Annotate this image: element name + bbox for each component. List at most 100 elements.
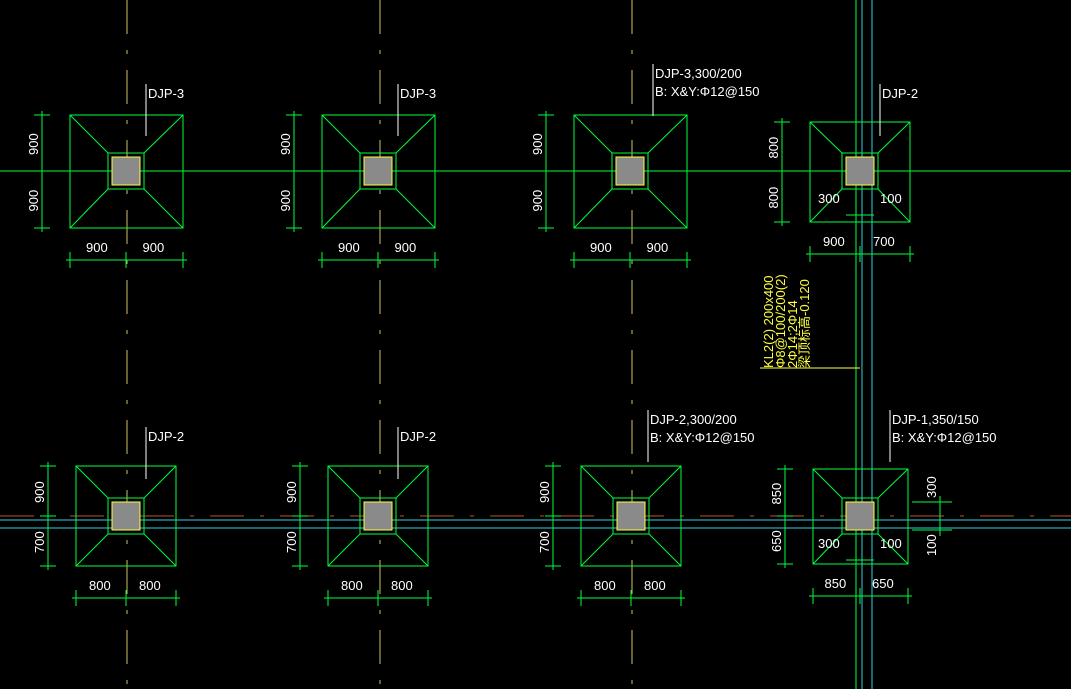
dim-top-value: 900 <box>284 481 299 503</box>
beam-label-line4: 梁顶标高-0.120 <box>797 279 812 368</box>
slope-line <box>809 121 843 154</box>
slope-line <box>327 533 361 567</box>
footing-outline <box>573 114 688 229</box>
slope-line <box>395 188 436 229</box>
slope-line <box>877 121 911 154</box>
pedestal-outline <box>841 152 879 190</box>
col-dim-left: 300 <box>818 536 840 551</box>
slope-line <box>143 533 177 567</box>
footing-tag: DJP-3 <box>148 86 184 101</box>
pedestal-outline <box>611 152 649 190</box>
footing-outline <box>812 468 909 565</box>
slope-line <box>877 468 909 499</box>
dim-bottom-value: 700 <box>537 531 552 553</box>
footing-outline <box>69 114 184 229</box>
dim-left-value: 800 <box>594 578 616 593</box>
footing-tag: DJP-2 <box>400 429 436 444</box>
slope-line <box>75 465 109 499</box>
col-dim-top: 300 <box>924 476 939 498</box>
dim-right-value: 900 <box>395 240 417 255</box>
slope-line <box>573 188 613 229</box>
slope-line <box>321 188 361 229</box>
pedestal-outline <box>107 152 145 190</box>
dim-right-value: 800 <box>644 578 666 593</box>
beam-label-line2: Φ8@100/200(2) <box>773 274 788 368</box>
pedestal-outline <box>841 497 879 535</box>
dim-bottom-value: 900 <box>26 190 41 212</box>
slope-line <box>395 114 436 154</box>
dim-right-value: 650 <box>872 576 894 591</box>
slope-line <box>580 465 614 499</box>
dim-right-value: 800 <box>139 578 161 593</box>
slope-line <box>69 114 109 154</box>
dim-bottom-value: 800 <box>766 187 781 209</box>
pedestal-outline <box>612 497 650 535</box>
footing-rebar: B: X&Y:Φ12@150 <box>892 430 997 445</box>
dim-right-value: 700 <box>873 234 895 249</box>
dim-bottom-value: 900 <box>278 190 293 212</box>
slope-line <box>143 465 177 499</box>
dim-right-value: 900 <box>143 240 165 255</box>
dim-bottom-value: 650 <box>769 530 784 552</box>
pedestal-outline <box>359 497 397 535</box>
beam-label-line1: KL2(2) 200x400 <box>761 275 776 368</box>
footing-tag: DJP-2 <box>882 86 918 101</box>
dim-left-value: 800 <box>89 578 111 593</box>
footing-tag: DJP-3,300/200 <box>655 66 742 81</box>
dim-left-value: 800 <box>341 578 363 593</box>
dim-left-value: 900 <box>590 240 612 255</box>
slope-line <box>812 533 843 565</box>
slope-line <box>809 188 843 223</box>
footing-tag: DJP-1,350/150 <box>892 412 979 427</box>
beam-annotation: KL2(2) 200x400 Φ8@100/200(2) 2Φ14;2Φ14 梁… <box>760 274 860 369</box>
dim-bottom-value: 700 <box>32 531 47 553</box>
dim-top-value: 900 <box>32 481 47 503</box>
footing-5: DJP-2 800 800 900 700 <box>32 427 184 606</box>
column <box>363 501 393 531</box>
col-dim-left: 300 <box>818 191 840 206</box>
col-dim-right: 100 <box>880 191 902 206</box>
slope-line <box>143 188 184 229</box>
column <box>111 156 141 186</box>
slope-line <box>648 533 682 567</box>
slope-line <box>580 533 614 567</box>
slope-line <box>573 114 613 154</box>
column <box>845 156 875 186</box>
dim-top-value: 900 <box>530 133 545 155</box>
dim-top-value: 800 <box>766 137 781 159</box>
pedestal-outline <box>359 152 397 190</box>
slope-line <box>143 114 184 154</box>
slope-line <box>327 465 361 499</box>
dim-top-value: 850 <box>769 483 784 505</box>
dim-right-value: 900 <box>647 240 669 255</box>
footing-1: DJP-3 900 900 900 900 <box>26 84 187 268</box>
footing-outline <box>580 465 682 567</box>
slope-line <box>321 114 361 154</box>
slope-line <box>877 533 909 565</box>
dim-left-value: 900 <box>338 240 360 255</box>
dim-top-value: 900 <box>26 133 41 155</box>
slope-line <box>395 533 429 567</box>
slope-line <box>647 188 688 229</box>
col-dim-bottom: 100 <box>924 534 939 556</box>
slope-line <box>69 188 109 229</box>
column <box>615 156 645 186</box>
footing-outline <box>321 114 436 229</box>
footing-tag: DJP-2 <box>148 429 184 444</box>
column <box>845 501 875 531</box>
dim-left-value: 900 <box>86 240 108 255</box>
footing-tag: DJP-2,300/200 <box>650 412 737 427</box>
col-dim-right: 100 <box>880 536 902 551</box>
column <box>363 156 393 186</box>
footing-outline <box>75 465 177 567</box>
dim-top-value: 900 <box>537 481 552 503</box>
slope-line <box>877 188 911 223</box>
